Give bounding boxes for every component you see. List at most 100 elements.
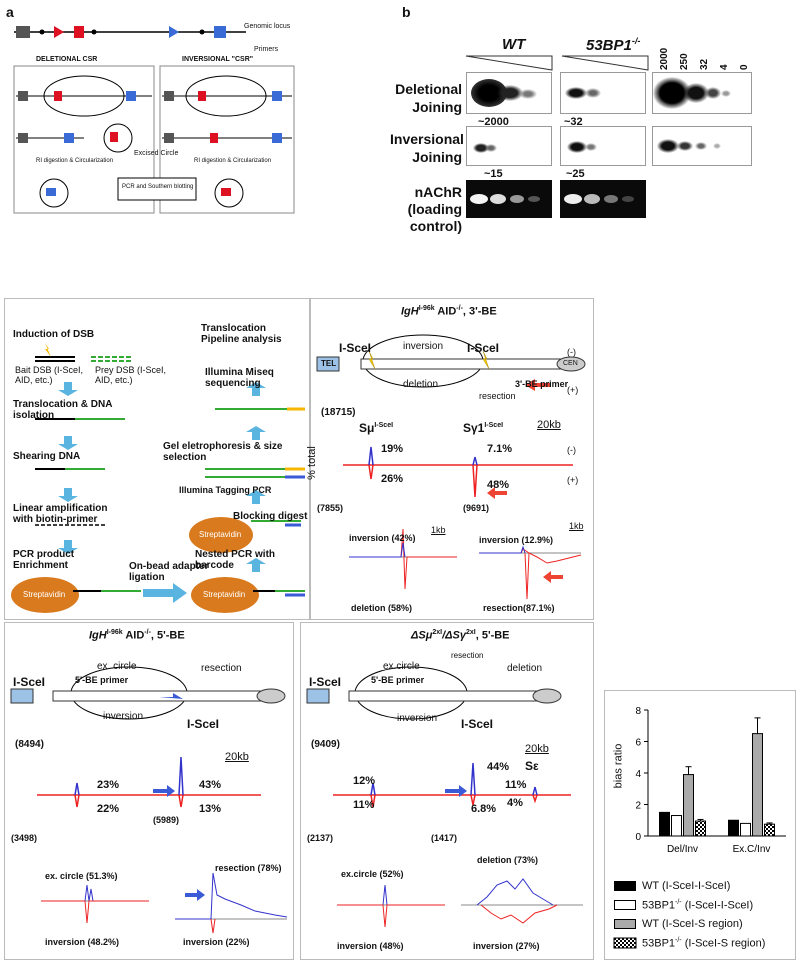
d-ylabel: % total [305,446,318,480]
f-se-label: Sε [525,759,539,773]
panel-d-box: IgHI-96k AID-/-, 3'-BE I-SceI I-SceI inv… [306,298,594,620]
d-pct-smu-minus: 19% [381,443,404,455]
chart-ylabel: bias ratio [612,743,625,789]
d-resection-label: resection [479,391,516,401]
e-sub-left-top: ex. circle (51.3%) [45,871,118,881]
panel-e-box: IgHI-96k AID-/-, 5'-BE I-SceI I-SceI ex.… [4,622,294,960]
x-category-label-1: Ex.C/Inv [733,844,771,855]
dilution-0: 0 [739,64,750,70]
d-smu-label: SμI-SceI [359,421,394,435]
legend-label-1: WT (I-SceI-I-SceI) [642,880,731,892]
f-sub-right-bottom: inversion (27%) [473,941,540,951]
y-tick-label-1: 2 [635,801,641,812]
blot-inv-ko [560,126,646,166]
e-inversion-label: inversion [103,711,144,722]
d-sub-right-count: (9691) [463,503,490,513]
d-sub-left-scale: 1kb [431,525,446,535]
prey-dsb-label: Prey DSB (I-SceI, AID, etc.) [95,365,167,385]
e-isce-right: I-SceI [187,717,220,731]
bar-1-3 [764,823,775,837]
e-sub-left-bottom: inversion (48.2%) [45,937,120,947]
e-pct-smu-minus: 23% [97,779,120,791]
f-pct-se-minus: 11% [505,779,527,791]
row-inversional-label: Inversional Joining [390,131,464,165]
row-deletional-label: Deletional Joining [395,81,462,115]
panel-b-letter: b [402,4,411,20]
e-pct-sg1-plus: 13% [199,803,222,815]
panel-a-letter: a [6,4,14,20]
e-scale: 20kb [225,751,249,763]
step-nested-pcr: Nested PCR with barcode [195,549,276,571]
step-translocation: Translocation & DNA isolation [13,399,113,421]
e-ex-circle-label: ex. circle [97,661,137,672]
panel-c-box: Induction of DSB Bait DSB (I-SceI, AID, … [4,298,310,620]
gel-ko [560,180,646,218]
d-sg1-label: Sγ1I-SceI [463,421,504,435]
step-induction: Induction of DSB [13,329,95,340]
genomic-locus-label: Genomic locus [244,23,291,30]
f-primer-label: 5'-BE primer [371,675,425,685]
legend-item-wt-sregion: WT (I-SceI-S region) [614,918,743,930]
wt-column-label: WT [502,36,526,53]
legend-item-wt-isce: WT (I-SceI-I-SceI) [614,880,730,892]
bait-dsb-label: Bait DSB (I-SceI, AID, etc.) [15,365,84,385]
blot-inv-wt [466,126,552,166]
bar-0-3 [695,820,706,837]
f-pct-sg1-minus: 44% [487,761,510,773]
legend-swatch-checker [613,937,637,949]
f-deletion-label: deletion [507,663,543,674]
panel-d-title: IgHI-96k AID-/-, 3'-BE [401,305,497,318]
legend-swatch-gray [614,919,636,929]
f-isce-right: I-SceI [461,717,494,731]
gel-wt [466,180,552,218]
panel-a-schematic: Genomic locus Primers DELETIONAL CSR INV… [13,8,322,214]
f-pct-smu-plus: 11% [353,799,375,811]
f-sub-left-top: ex.circle (52%) [341,869,404,879]
d-primer-label: 3'-BE primer [515,379,569,389]
f-sub-right-top: deletion (73%) [477,855,539,865]
streptavidin-label-3: Streptavidin [199,530,242,539]
step-pipeline: Translocation Pipeline analysis [201,323,282,345]
d-sub-right-top: inversion (12.9%) [479,535,554,545]
d-inversion-label: inversion [403,341,444,352]
x-category-label-0: Del/Inv [667,844,698,855]
step-enrichment: PCR product Enrichment [13,549,75,571]
ko-column-label: 53BP1-/- [586,36,641,54]
d-count: (18715) [321,407,356,418]
f-inversion-label: inversion [397,713,438,724]
pcr-southern-label: PCR and Southern blotting [122,184,194,190]
legend-label-3: WT (I-SceI-S region) [642,918,743,930]
excised-circle-label: Excised Circle [134,150,179,157]
legend-label-2: 53BP1-/- (I-SceI-I-SceI) [642,899,754,912]
y-tick-label-3: 6 [635,738,641,749]
f-pct-smu-minus: 12% [353,775,376,787]
d-strand-plus: (+) [567,385,579,395]
y-tick-label-0: 0 [635,832,641,843]
row-nachr-label: nAChR (loading control) [407,184,462,234]
d-deletion-label: deletion [403,379,439,390]
bar-1-0 [728,819,739,837]
e-count: (8494) [15,739,44,750]
e-sub-right-top: resection (78%) [215,863,282,873]
blot-del-ko [560,72,646,114]
d-sub-left-top: inversion (42%) [349,533,416,543]
bar-1-2 [752,733,763,837]
dilution-labels: 2000 250 32 4 0 [659,22,770,70]
legend-swatch-white [614,900,636,911]
blot-del-wt [466,72,552,114]
f-count: (9409) [311,739,340,750]
e-pct-sg1-minus: 43% [199,779,222,791]
d-pct-sg1-plus: 48% [487,479,510,491]
dilution-32: 32 [699,58,710,70]
inversional-csr-label: INVERSIONAL "CSR" [182,56,254,63]
e-pct-smu-plus: 22% [97,803,120,815]
panel-e-title: IgHI-96k AID-/-, 5'-BE [89,629,185,642]
d-tel: TEL [321,359,337,368]
d-isce-left: I-SceI [339,341,372,355]
f-pct-sg1-plus: 6.8% [471,803,497,815]
annot-inv-ko: ~25 [566,168,585,180]
d-sub-right-scale: 1kb [569,521,584,531]
e-sub-right-bottom: inversion (22%) [183,937,250,947]
ri-digestion-left: RI digestion & Circularization [36,158,114,164]
